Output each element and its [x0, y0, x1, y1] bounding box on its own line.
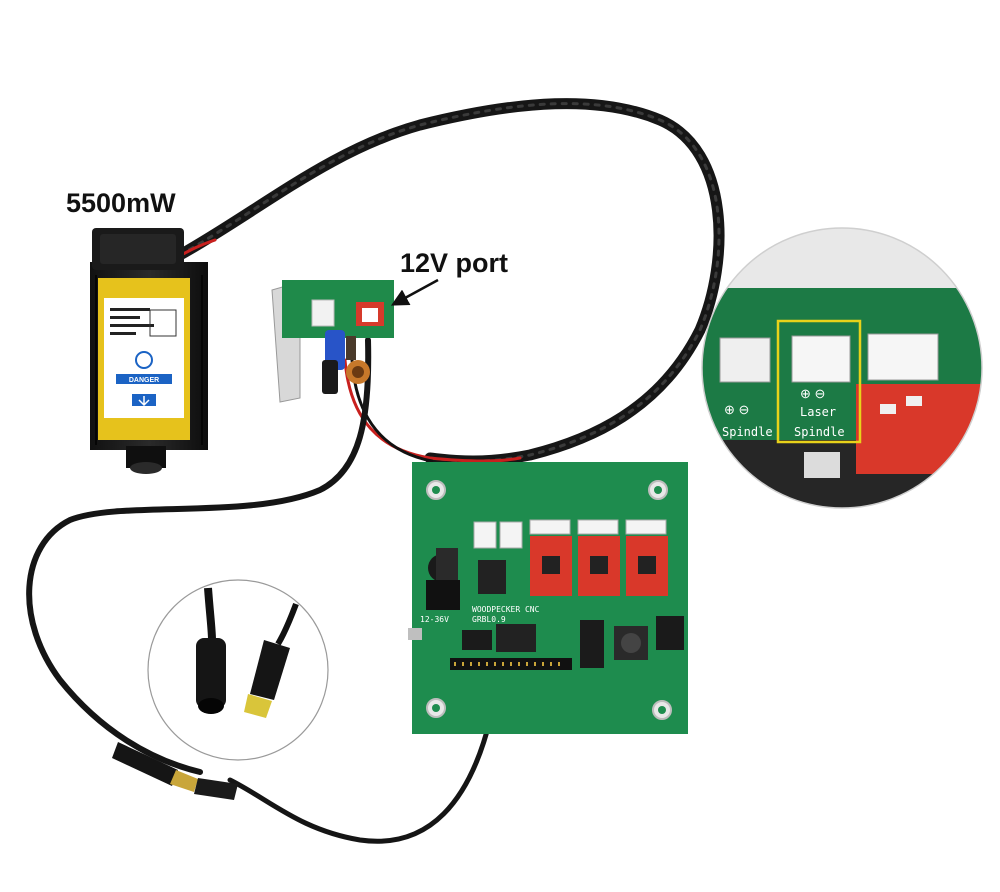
zoom-inset-connector: ⊕ ⊖ ⊕ ⊖ Laser Spindle Spindle [701, 227, 983, 509]
cables [26, 98, 725, 844]
dc-cable [26, 337, 372, 775]
board-firmware-label: GRBL0.9 [472, 615, 506, 624]
svg-text:⊕ ⊖: ⊕ ⊖ [724, 402, 749, 417]
inset-spindle-left-label: Spindle [722, 425, 773, 439]
laser-connector-highlight [776, 319, 862, 444]
board-voltage-label: 12-36V [420, 615, 449, 624]
laser-module: DANGER [90, 228, 208, 474]
board-brand-label: WOODPECKER CNC [472, 605, 540, 614]
12v-port-label: 12V port [400, 248, 509, 278]
inset-laser-label: Laser [800, 405, 836, 419]
controller-board: WOODPECKER CNC GRBL0.9 12-36V [408, 462, 688, 734]
svg-text:⊕ ⊖: ⊕ ⊖ [800, 386, 825, 401]
arrow-to-12v-port [390, 278, 439, 306]
driver-board [271, 280, 394, 403]
coiled-cable-loop [174, 98, 725, 467]
laser-warning-label: DANGER [129, 377, 159, 384]
stepper-drivers [530, 536, 668, 596]
laser-power-label: 5500mW [66, 188, 176, 218]
dc-plug-connection [112, 742, 238, 800]
inset-spindle-middle-label: Spindle [794, 425, 845, 439]
zoom-inset-dc-plug [147, 579, 329, 761]
